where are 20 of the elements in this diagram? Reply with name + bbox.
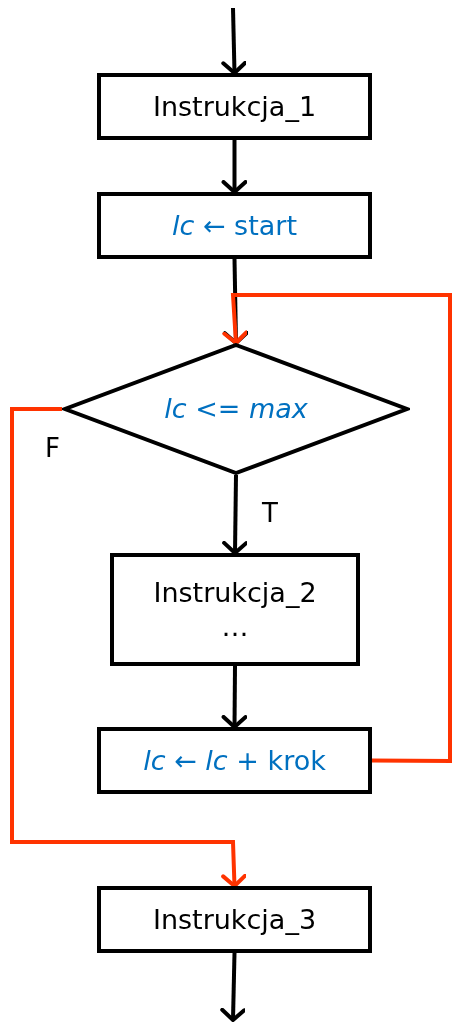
arrow (220, 952, 247, 1022)
box-label: … (221, 609, 249, 644)
box-label: Instrukcja_3 (152, 902, 317, 937)
box-label: lc ← lc + krok (143, 743, 326, 778)
box-label: lc <= max (164, 392, 308, 426)
decision-diamond (62, 343, 410, 475)
box-label: Instrukcja_1 (152, 89, 317, 124)
arrow (221, 140, 248, 194)
arrow (10, 407, 248, 888)
process-box (97, 73, 372, 140)
arrow (222, 293, 452, 763)
box-label: Instrukcja_2 (153, 575, 317, 610)
arrow (222, 474, 249, 555)
process-box (97, 727, 372, 794)
arrow (221, 7, 248, 75)
process-box (110, 553, 360, 666)
process-box (97, 192, 372, 259)
process-box (97, 886, 372, 953)
arrow (221, 666, 248, 729)
box-label: lc ← start (171, 208, 297, 243)
